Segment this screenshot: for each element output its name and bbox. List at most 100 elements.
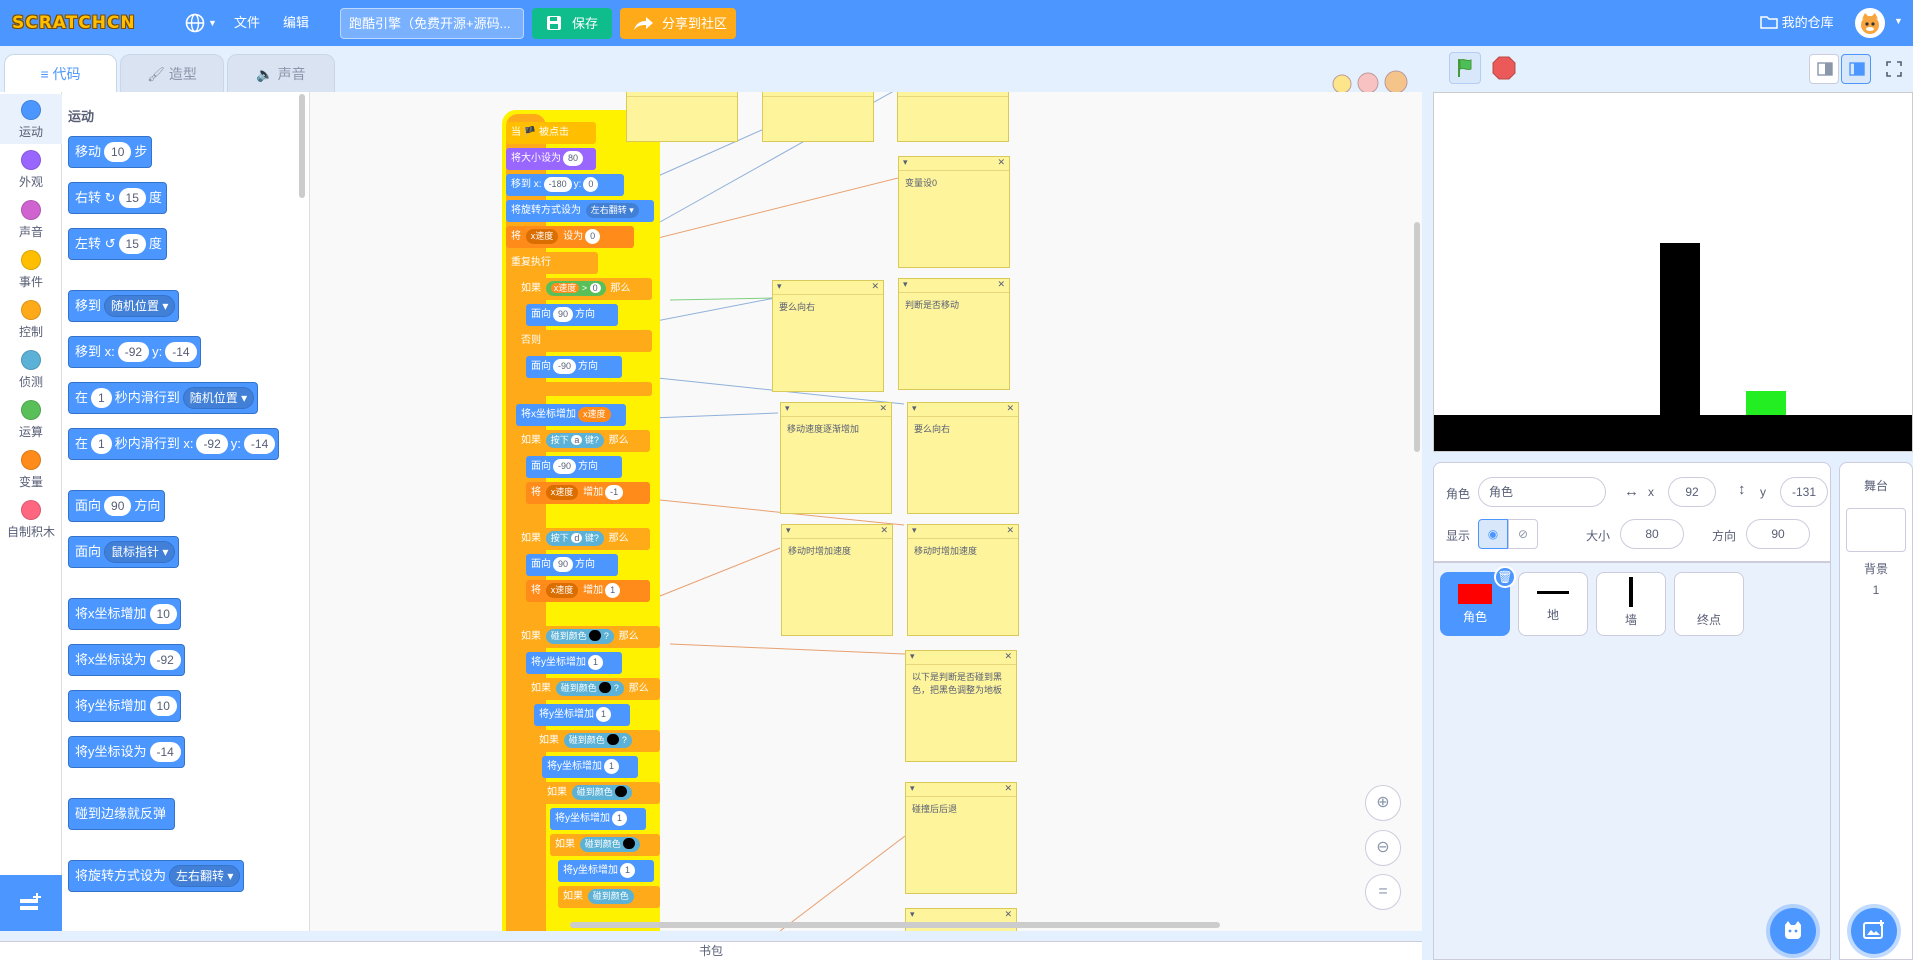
file-menu[interactable]: 文件 (234, 15, 261, 30)
workspace-vertical-scrollbar[interactable] (1414, 222, 1420, 452)
block-if-key-d[interactable]: 如果 按下 d 键? 那么 (516, 528, 650, 550)
block-if-touching-color-5[interactable]: 如果 碰到颜色 (550, 834, 660, 856)
comment-text[interactable]: 变量设0 (905, 178, 938, 188)
my-stuff-link[interactable]: 我的仓库 (1760, 0, 1834, 46)
category-sound[interactable]: 声音 (0, 194, 62, 244)
comment-header[interactable]: ▾✕ (773, 281, 883, 295)
block-input[interactable]: 80 (563, 151, 584, 166)
collapse-icon[interactable]: ▾ (786, 525, 791, 535)
block-input[interactable]: 15 (118, 188, 146, 208)
color-swatch-black[interactable] (607, 734, 620, 745)
comment-note[interactable]: ▾✕变量设0 (898, 156, 1010, 268)
sensing-touching-color[interactable]: 碰到颜色 (587, 889, 634, 904)
collapse-icon[interactable]: ▾ (910, 651, 915, 661)
collapse-icon[interactable]: ▾ (785, 403, 790, 413)
block-set-y[interactable]: 将y坐标设为-14 (68, 736, 185, 768)
category-sensing[interactable]: 侦测 (0, 344, 62, 394)
block-input[interactable]: 0 (583, 177, 599, 192)
block-input[interactable]: 1 (91, 388, 112, 408)
block-bounce[interactable]: 碰到边缘就反弹 (68, 798, 176, 830)
block-input[interactable]: -1 (605, 485, 624, 500)
block-input[interactable]: 10 (149, 604, 177, 624)
collapse-icon[interactable]: ▾ (777, 281, 782, 291)
comment-note-top-1[interactable] (626, 92, 738, 142)
add-backdrop-button[interactable] (1851, 908, 1897, 954)
block-dropdown[interactable]: 随机位置 ▾ (182, 387, 255, 409)
category-motion[interactable]: 运动 (0, 94, 62, 144)
block-set-x[interactable]: 将x坐标设为-92 (68, 644, 185, 676)
sensing-touching-color[interactable]: 碰到颜色 (571, 785, 633, 800)
comment-note[interactable]: ▾✕移动时增加速度 (907, 524, 1019, 636)
workspace-horizontal-scrollbar[interactable] (570, 922, 1220, 928)
block-rotation-style[interactable]: 将旋转方式设为左右翻转 ▾ (68, 860, 245, 892)
block-if-key-a[interactable]: 如果 按下 a 键? 那么 (516, 430, 650, 452)
comment-header[interactable]: ▾✕ (906, 783, 1016, 797)
zoom-in-button[interactable]: ⊕ (1365, 785, 1401, 821)
tab-sounds[interactable]: 🔈 声音 (227, 54, 335, 92)
comment-text[interactable]: 碰撞后后退 (912, 804, 958, 814)
comment-note[interactable]: ▾✕以下是判断是否碰到黑色，把黑色调整为地板 (905, 650, 1017, 762)
tab-code[interactable]: ≡ 代码 (4, 54, 117, 93)
comment-header[interactable]: ▾✕ (782, 525, 892, 539)
block-input[interactable]: 90 (553, 307, 574, 322)
backdrop-thumbnail[interactable] (1846, 508, 1906, 552)
delete-sprite-button[interactable]: 🗑 (1494, 566, 1516, 588)
scratchcn-logo[interactable]: SCRATCHCN (12, 13, 136, 33)
block-input[interactable]: 1 (604, 759, 620, 774)
comment-note-top-2[interactable] (762, 92, 874, 142)
tab-costumes[interactable]: 🖌 造型 (120, 54, 224, 92)
block-if-touching-color-4[interactable]: 如果 碰到颜色 (542, 782, 660, 804)
x-input[interactable]: 92 (1668, 477, 1716, 507)
close-icon[interactable]: ✕ (1004, 651, 1012, 661)
block-input[interactable]: -14 (243, 434, 276, 454)
comment-text[interactable]: 移动速度逐渐增加 (787, 424, 860, 434)
category-variables[interactable]: 变量 (0, 444, 62, 494)
sensing-touching-color[interactable]: 碰到颜色 (579, 837, 641, 852)
add-extension-button[interactable] (0, 875, 62, 931)
sensing-key-pressed[interactable]: 按下 a 键? (545, 433, 604, 448)
close-icon[interactable]: ✕ (1006, 403, 1014, 413)
stop-button[interactable] (1488, 52, 1520, 84)
block-point-towards[interactable]: 面向鼠标指针 ▾ (68, 536, 180, 568)
comment-note[interactable]: ▾✕移动时增加速度 (781, 524, 893, 636)
block-input[interactable]: 10 (149, 696, 177, 716)
block-goto[interactable]: 移到随机位置 ▾ (68, 290, 180, 322)
collapse-icon[interactable]: ▾ (912, 403, 917, 413)
comment-note[interactable]: ▾✕ 碰撞后后退 (905, 782, 1017, 894)
comment-header[interactable]: ▾✕ (906, 651, 1016, 665)
close-icon[interactable]: ✕ (871, 281, 879, 291)
edit-menu[interactable]: 编辑 (283, 15, 310, 30)
comment-note[interactable]: ▾✕移动速度逐渐增加 (780, 402, 892, 514)
save-button[interactable]: 保存 (532, 8, 612, 39)
block-input[interactable]: 90 (104, 496, 132, 516)
block-input[interactable]: -180 (543, 177, 572, 192)
block-change-var-neg[interactable]: 将 x速度 增加-1 (526, 482, 650, 504)
close-icon[interactable]: ✕ (1004, 783, 1012, 793)
comment-text[interactable]: 以下是判断是否碰到黑色，把黑色调整为地板 (912, 672, 1003, 695)
block-input[interactable]: 90 (553, 557, 574, 572)
direction-input[interactable]: 90 (1746, 519, 1810, 549)
sprite-tile-ground[interactable]: 地 (1518, 572, 1588, 636)
language-menu[interactable]: ▼ (184, 0, 217, 46)
size-input[interactable]: 80 (1620, 519, 1684, 549)
add-sprite-button[interactable] (1770, 908, 1816, 954)
comment-header[interactable]: ▾✕ (908, 525, 1018, 539)
block-input[interactable]: 1 (612, 811, 628, 826)
stage-target-panel[interactable]: 舞台 背景 1 (1839, 462, 1913, 960)
large-stage-button[interactable] (1841, 54, 1871, 84)
stage-canvas[interactable] (1433, 92, 1913, 452)
sensing-key-pressed[interactable]: 按下 d 键? (545, 531, 604, 546)
account-chevron-icon[interactable]: ▼ (1894, 16, 1903, 26)
block-input[interactable]: -92 (149, 650, 181, 670)
color-swatch-black[interactable] (599, 682, 612, 693)
sprite-name-input[interactable]: 角色 (1478, 477, 1606, 507)
